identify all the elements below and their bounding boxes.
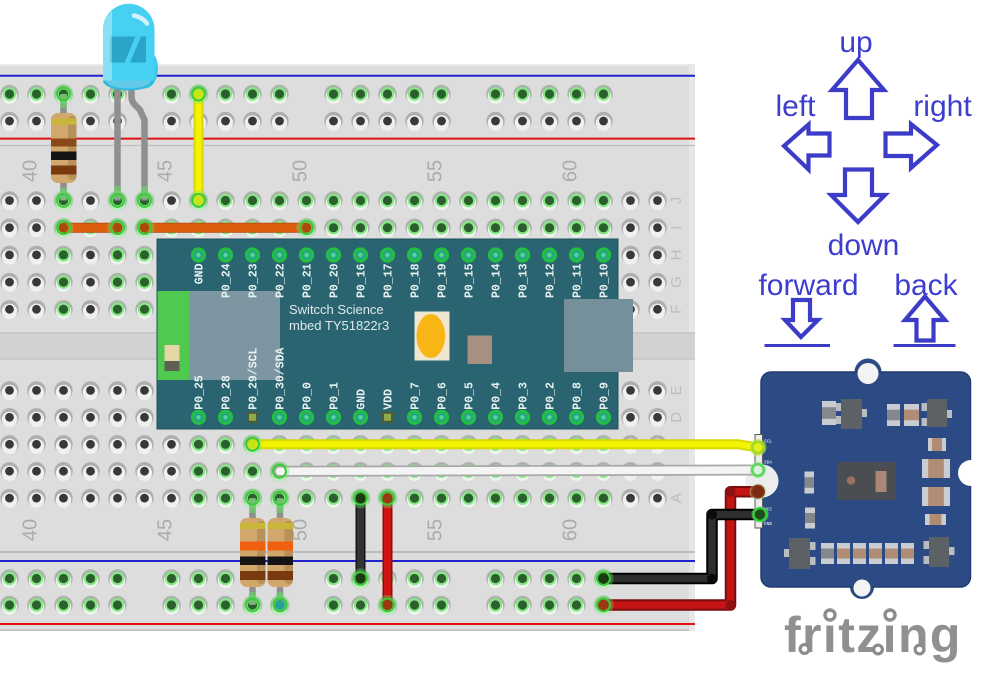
svg-text:P0_3: P0_3 (518, 382, 531, 410)
svg-text:fritzing: fritzing (784, 607, 962, 663)
svg-text:D: D (668, 412, 685, 423)
svg-text:F: F (668, 305, 685, 314)
svg-text:P0_18: P0_18 (410, 263, 423, 298)
svg-text:P0_4: P0_4 (491, 382, 504, 410)
svg-text:40: 40 (20, 519, 42, 541)
svg-text:P0_16: P0_16 (356, 263, 369, 298)
svg-text:40: 40 (20, 160, 42, 182)
svg-text:P0_20: P0_20 (329, 263, 342, 298)
svg-text:P0_22: P0_22 (275, 263, 288, 298)
svg-text:SDA: SDA (764, 460, 772, 466)
svg-text:G: G (668, 276, 685, 288)
svg-text:P0_14: P0_14 (491, 263, 504, 298)
svg-text:P0_30/SDA: P0_30/SDA (275, 347, 288, 409)
svg-text:60: 60 (560, 519, 582, 541)
svg-text:55: 55 (425, 160, 447, 182)
svg-text:SCL: SCL (764, 439, 772, 445)
svg-text:GND: GND (764, 521, 772, 527)
svg-text:P0_1: P0_1 (329, 382, 342, 410)
svg-text:H: H (668, 249, 685, 260)
svg-text:E: E (668, 385, 685, 395)
svg-text:P0_21: P0_21 (302, 263, 315, 298)
svg-text:P0_0: P0_0 (302, 382, 315, 410)
svg-text:P0_29/SCL: P0_29/SCL (248, 347, 261, 409)
svg-text:P0_6: P0_6 (437, 382, 450, 410)
svg-text:down: down (828, 229, 900, 262)
svg-text:Switcch Science: Switcch Science (289, 302, 384, 317)
svg-text:45: 45 (155, 160, 177, 182)
svg-text:P0_17: P0_17 (383, 263, 396, 298)
svg-text:back: back (894, 269, 958, 302)
svg-text:60: 60 (560, 160, 582, 182)
svg-text:forward: forward (758, 269, 858, 302)
svg-text:P0_7: P0_7 (410, 382, 423, 410)
svg-text:P0_10: P0_10 (599, 263, 612, 298)
svg-text:P0_15: P0_15 (464, 263, 477, 298)
svg-text:VCC: VCC (764, 507, 772, 513)
svg-text:right: right (913, 90, 972, 123)
svg-text:P0_25: P0_25 (194, 375, 207, 410)
svg-text:A: A (668, 493, 685, 503)
svg-text:P0_5: P0_5 (464, 382, 477, 410)
svg-text:left: left (775, 90, 816, 123)
svg-text:55: 55 (425, 519, 447, 541)
svg-text:GND: GND (356, 389, 369, 410)
svg-text:50: 50 (290, 519, 312, 541)
svg-text:P0_23: P0_23 (248, 263, 261, 298)
svg-text:J: J (668, 197, 685, 205)
svg-text:P0_19: P0_19 (437, 263, 450, 298)
svg-text:I: I (668, 226, 685, 230)
svg-text:P0_28: P0_28 (221, 375, 234, 410)
svg-text:mbed TY51822r3: mbed TY51822r3 (289, 318, 389, 333)
svg-text:P0_9: P0_9 (599, 382, 612, 410)
svg-text:P0_8: P0_8 (572, 382, 585, 410)
svg-text:P0_12: P0_12 (545, 263, 558, 298)
svg-text:up: up (839, 26, 872, 59)
svg-text:P0_13: P0_13 (518, 263, 531, 298)
svg-text:50: 50 (290, 160, 312, 182)
svg-text:P0_24: P0_24 (221, 263, 234, 298)
svg-text:45: 45 (155, 519, 177, 541)
svg-text:P0_2: P0_2 (545, 382, 558, 410)
svg-text:GND: GND (194, 263, 207, 284)
svg-text:P0_11: P0_11 (572, 263, 585, 298)
svg-text:VDD: VDD (383, 389, 396, 410)
